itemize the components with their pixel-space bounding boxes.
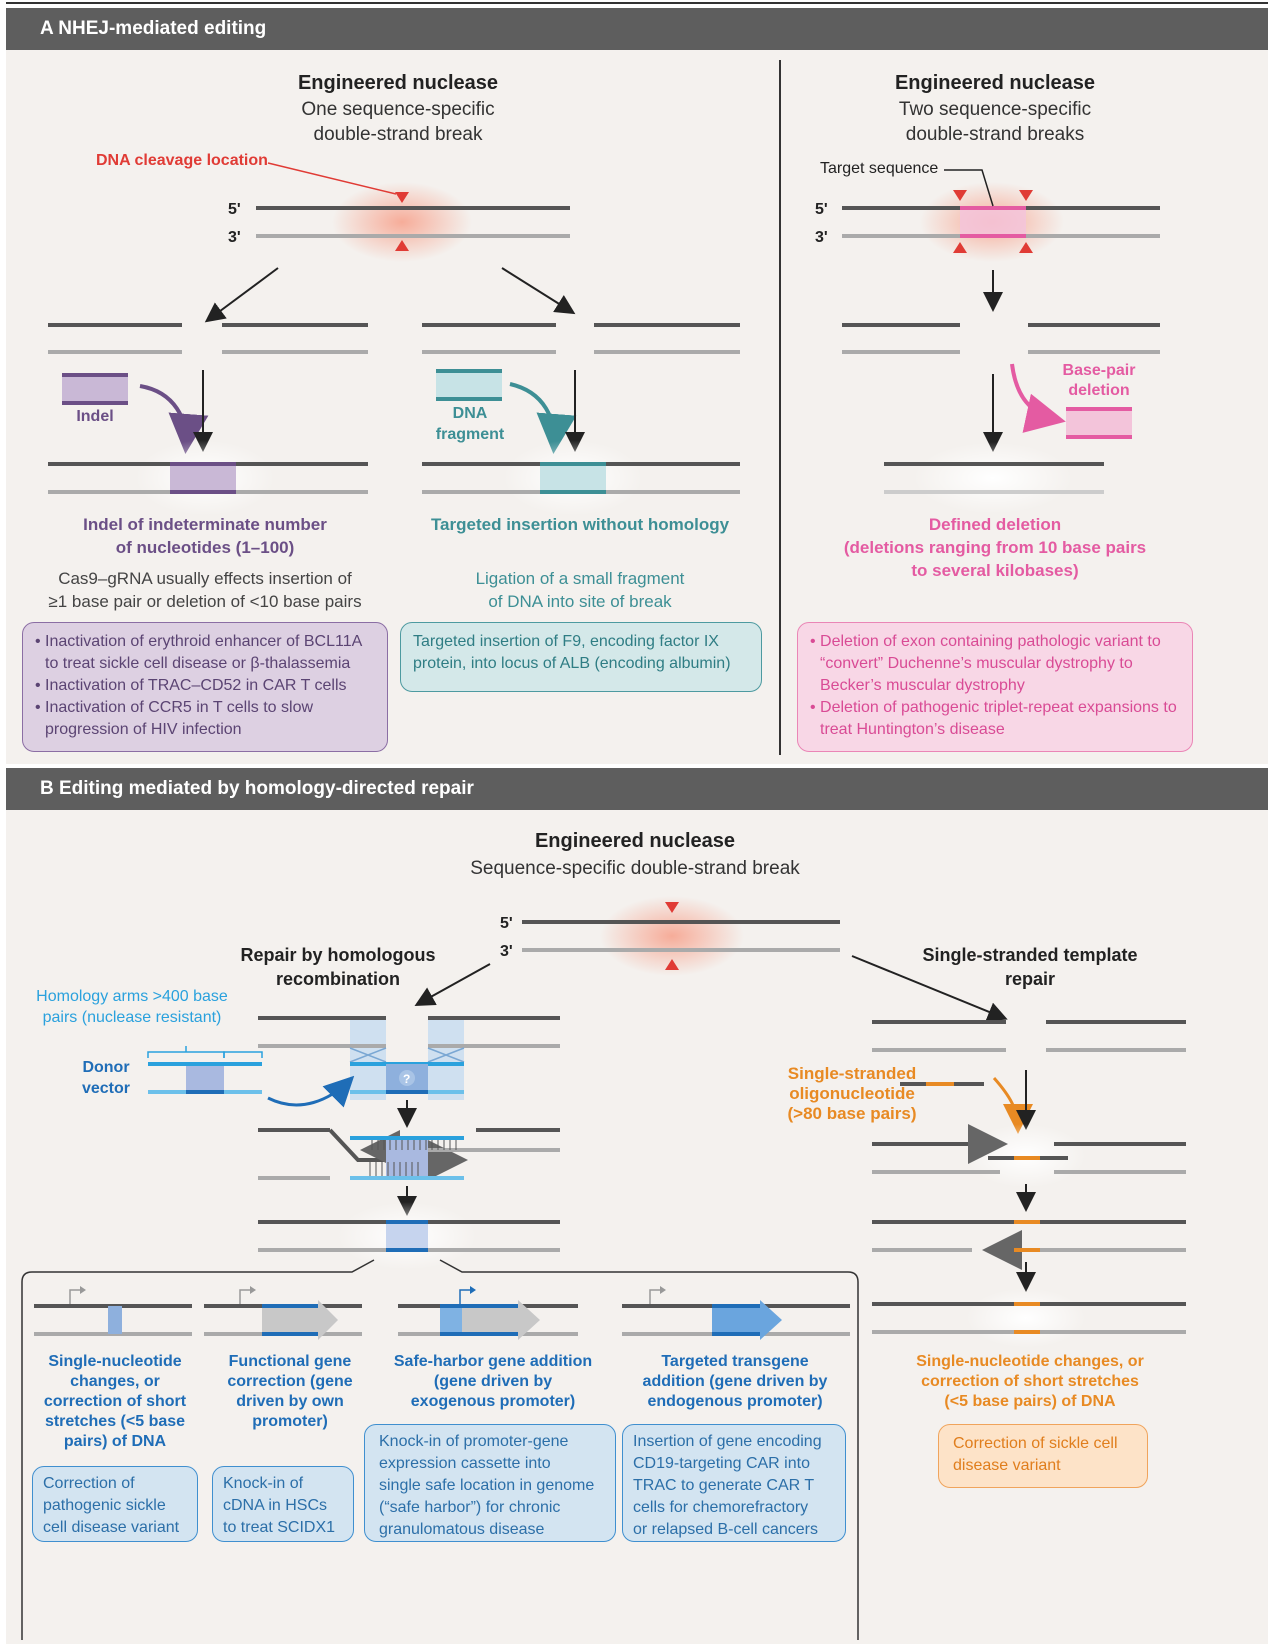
indel-title-2: of nucleotides (1–100) bbox=[115, 538, 295, 557]
panel-a-diagram: 5' 3' 5' 3' bbox=[48, 60, 1160, 755]
target-sequence-block bbox=[960, 208, 1026, 236]
deletion-label-1: Base-pair bbox=[1062, 362, 1136, 379]
arrow-to-ss bbox=[851, 955, 1008, 1022]
ss-title-1: Single-stranded template bbox=[922, 945, 1138, 965]
deletion-example-2: Deletion of pathogenic triplet-repeat ex… bbox=[810, 697, 1180, 741]
oligo-arrow bbox=[992, 1077, 1033, 1134]
svg-text:5': 5' bbox=[815, 201, 828, 218]
panel-b-header: B Editing mediated by homology-directed … bbox=[6, 768, 1268, 810]
deletion-label-2: deletion bbox=[1068, 382, 1130, 399]
cleavage-glow bbox=[332, 182, 472, 262]
donor-label-2: vector bbox=[81, 1080, 131, 1097]
cleavage-marker-bottom bbox=[395, 240, 409, 251]
cleavage-label: DNA cleavage location bbox=[96, 152, 268, 169]
indel-title-1: Indel of indeterminate number bbox=[83, 515, 327, 534]
fragment-label-2: fragment bbox=[435, 426, 505, 443]
top-rule bbox=[6, 2, 1268, 4]
deletion-title-1: Defined deletion bbox=[928, 515, 1062, 534]
arrow-to-insertion bbox=[501, 267, 576, 315]
deletion-title-2: (deletions ranging from 10 base pairs bbox=[843, 538, 1147, 557]
indel-example-3: Inactivation of CCR5 in T cells to slow … bbox=[35, 697, 375, 741]
cleavage-pointer bbox=[267, 162, 397, 195]
deleted-block bbox=[1066, 408, 1132, 438]
insertion-example-box: Targeted insertion of F9, encoding facto… bbox=[400, 622, 762, 692]
panel-b-title: Engineered nuclease bbox=[534, 830, 736, 852]
svg-text:3': 3' bbox=[815, 229, 828, 246]
deletion-title-3: to several kilobases) bbox=[911, 561, 1079, 580]
panel-a-left-title: Engineered nuclease bbox=[297, 72, 499, 94]
indel-label: Indel bbox=[76, 408, 114, 425]
hr-title-2: recombination bbox=[275, 969, 400, 989]
panel-a-left-subtitle-1: One sequence-specific bbox=[301, 99, 495, 120]
panel-a-right-subtitle-1: Two sequence-specific bbox=[898, 99, 1092, 120]
oligo-label-3: (>80 base pairs) bbox=[787, 1104, 917, 1123]
ss-title-2: repair bbox=[1004, 969, 1056, 989]
homology-brace-left bbox=[147, 1046, 225, 1058]
fragment-block bbox=[436, 370, 502, 400]
oligo-label-2: oligonucleotide bbox=[789, 1084, 915, 1103]
panel-a-header: A NHEJ-mediated editing bbox=[6, 8, 1268, 50]
insertion-example: Targeted insertion of F9, encoding facto… bbox=[413, 633, 731, 672]
indel-desc-2: ≥1 base pair or deletion of <10 base pai… bbox=[48, 592, 362, 611]
arrow-to-indel bbox=[204, 267, 279, 323]
indel-desc-1: Cas9–gRNA usually effects insertion of bbox=[58, 569, 352, 588]
fragment-label-1: DNA bbox=[452, 405, 488, 422]
target-pointer bbox=[944, 169, 994, 207]
fragment-insert-arrow bbox=[509, 382, 577, 454]
indel-example-2: Inactivation of TRAC–CD52 in CAR T cells bbox=[35, 675, 375, 697]
strand-5-label: 5' bbox=[228, 201, 241, 218]
panel-a-left-subtitle-2: double-strand break bbox=[313, 124, 483, 145]
panel-a-right-title: Engineered nuclease bbox=[894, 72, 1096, 94]
indel-examples-box: Inactivation of erythroid enhancer of BC… bbox=[22, 622, 388, 752]
homology-brace-right bbox=[223, 1051, 263, 1058]
deletion-arrow bbox=[1010, 363, 1066, 433]
deletion-example-1: Deletion of exon containing pathologic v… bbox=[810, 631, 1180, 697]
hr-title-1: Repair by homologous bbox=[240, 945, 436, 965]
svg-text:5': 5' bbox=[500, 915, 513, 932]
indel-insert-arrow bbox=[139, 384, 209, 454]
donor-arrow bbox=[267, 1075, 355, 1108]
oligo-label-1: Single-stranded bbox=[787, 1064, 917, 1083]
indel-block bbox=[62, 374, 128, 404]
strand-3-label: 3' bbox=[228, 229, 241, 246]
cleavage-marker-top bbox=[395, 192, 409, 203]
insertion-desc-2: of DNA into site of break bbox=[488, 592, 672, 611]
indel-example-1: Inactivation of erythroid enhancer of BC… bbox=[35, 631, 375, 675]
arrow-to-hr bbox=[414, 963, 491, 1006]
target-sequence-label: Target sequence bbox=[820, 160, 939, 177]
insertion-title: Targeted insertion without homology bbox=[430, 515, 730, 534]
insertion-desc-1: Ligation of a small fragment bbox=[475, 569, 685, 588]
donor-label-1: Donor bbox=[82, 1059, 130, 1076]
outcome-3-title: Safe-harbor gene addition(gene driven by… bbox=[393, 1353, 593, 1410]
outcomes-frame bbox=[21, 1259, 859, 1640]
homology-label-2: pairs (nuclease resistant) bbox=[42, 1009, 222, 1026]
homology-label-1: Homology arms >400 base bbox=[36, 988, 228, 1005]
svg-text:?: ? bbox=[403, 1072, 410, 1086]
panel-a-right-subtitle-2: double-strand breaks bbox=[905, 124, 1085, 145]
panel-b-diagram: 5' 3' ? bbox=[21, 896, 1186, 1640]
panel-b-subtitle: Sequence-specific double-strand break bbox=[470, 858, 800, 879]
svg-text:3': 3' bbox=[500, 943, 513, 960]
deletion-examples-box: Deletion of exon containing pathologic v… bbox=[797, 622, 1193, 752]
